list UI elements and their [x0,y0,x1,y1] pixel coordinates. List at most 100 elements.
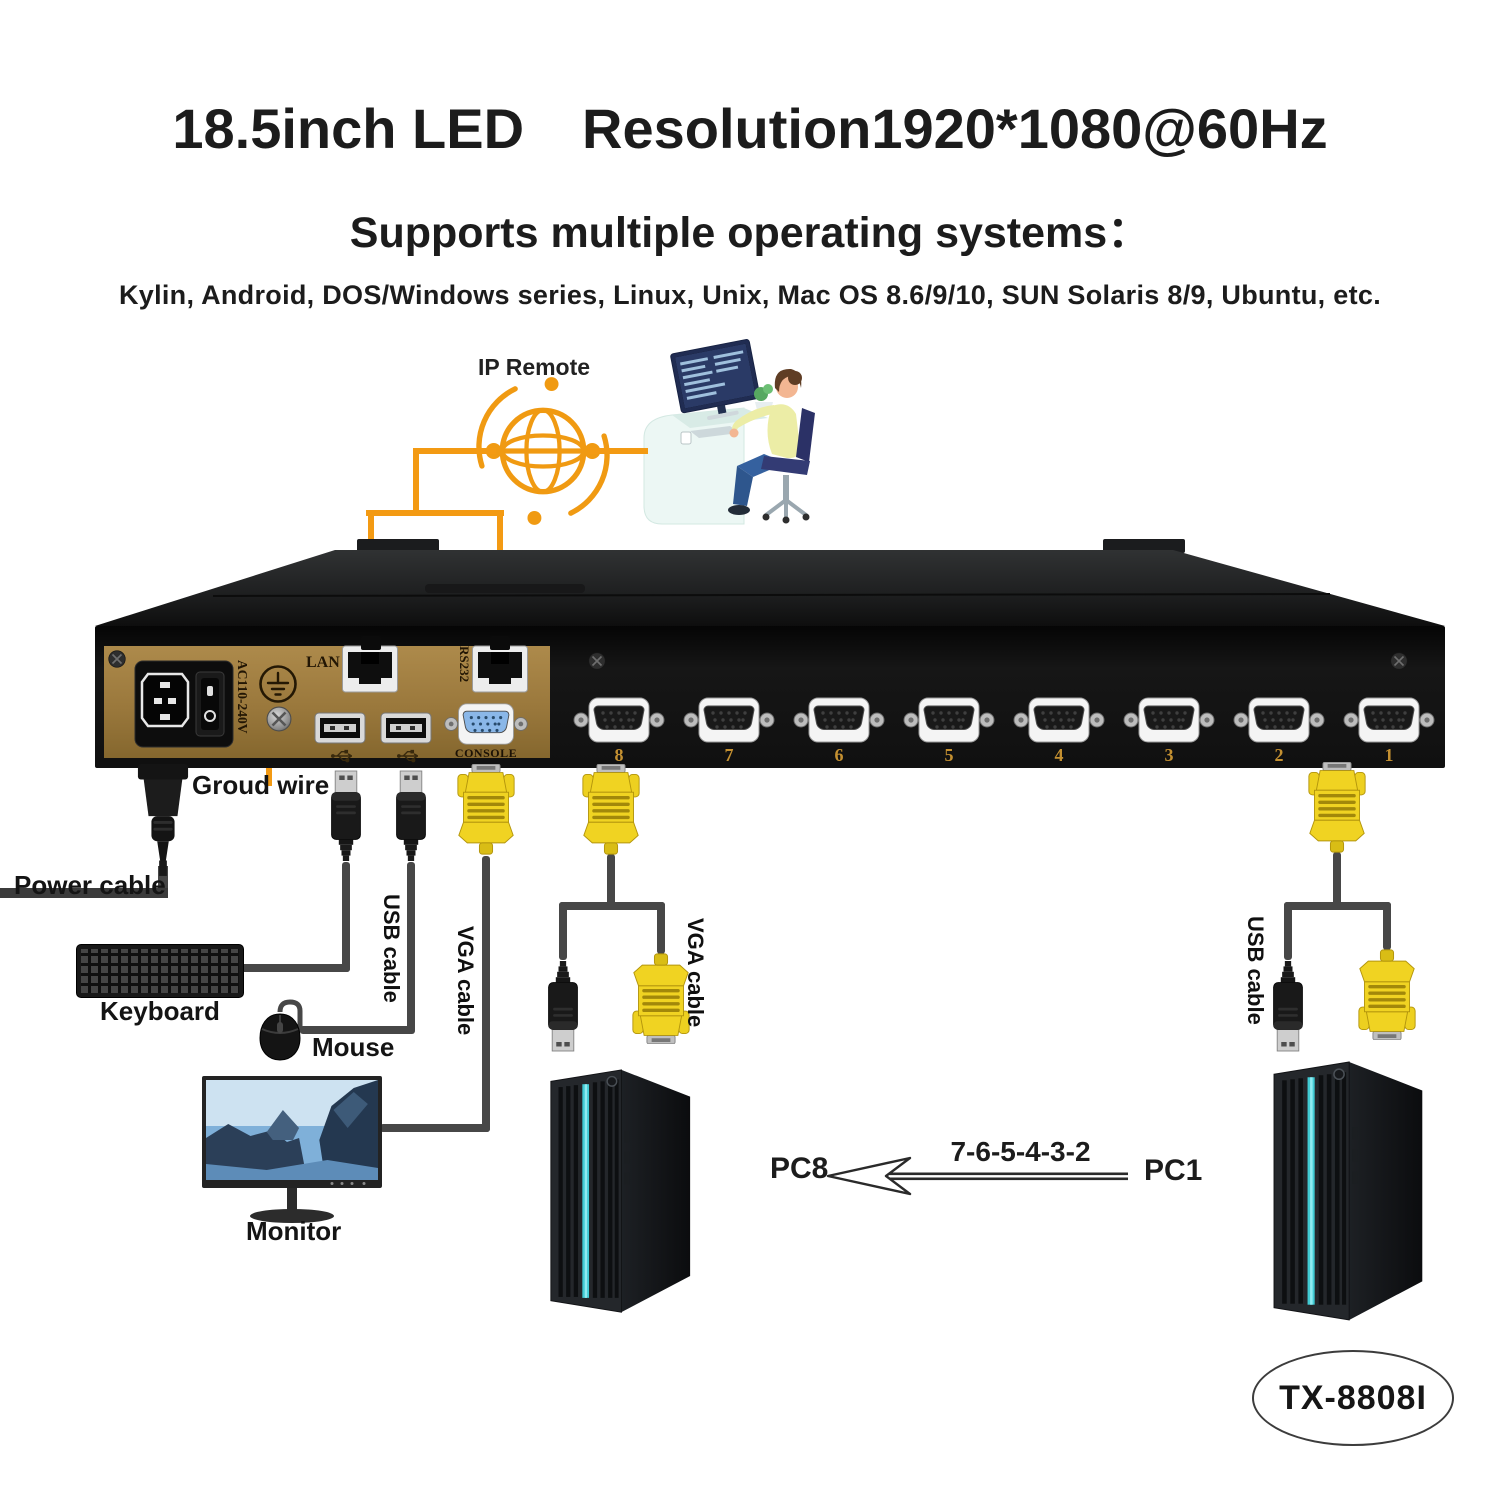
vga-plug-port1 [1307,762,1367,856]
vga-cable-label-mid: VGA cable [683,918,708,1028]
kvm-cable-1-vga [1383,902,1391,950]
usb-cable-label-left: USB cable [379,894,404,1003]
console-vga-cable [380,1124,490,1132]
vga-port-6: 6 [784,696,894,766]
kvm-cable-8-usb [559,902,567,960]
console-vga-cable [482,856,490,1132]
vga-cable-label-console: VGA cable [453,926,478,1036]
monitor-label: Monitor [246,1216,342,1246]
remote-line-down [413,448,419,516]
remote-line-left [413,448,496,454]
kvm-cable-1-usb [1284,902,1292,960]
port-number: 6 [834,745,844,765]
vga-port-icon [793,696,885,744]
usb-plug-pc1 [1270,956,1306,1056]
vga-port-icon [1233,696,1325,744]
power-plug [136,764,190,876]
kvm-top-cover [95,539,1445,626]
mouse-usb-cable [407,862,415,1032]
keyboard-usb-cable [238,964,350,972]
os-support-list: Kylin, Android, DOS/Windows series, Linu… [118,280,1382,310]
vga-plug-console [456,764,516,858]
remote-operator-illustration [643,339,815,525]
lan-cable-boot [361,636,381,650]
vga-port-7: 7 [674,696,784,766]
pc8-tower-illustration [524,1068,696,1316]
pc1-tower-illustration [1244,1060,1430,1324]
title-resolution: Resolution1920*1080@60Hz [582,97,1328,160]
mouse-illustration [259,999,318,1061]
port-number: 2 [1274,745,1284,765]
port-number: 1 [1384,745,1394,765]
vga-plug-port8 [581,764,641,858]
kvm-cable-1 [1333,852,1341,908]
mouse-usb-cable [300,1026,415,1034]
power-cable-line [0,888,168,898]
remote-line-right [590,448,648,454]
port-number: 5 [944,745,954,765]
lan-label: LAN [306,654,340,671]
ground-symbol-icon [258,664,298,704]
port-sequence-label: 7-6-5-4-3-2 [950,1136,1091,1167]
vga-port-icon [1343,696,1435,744]
page-title: 18.5inch LED Resolution1920*1080@60Hz [0,96,1500,161]
kvm-cable-8 [607,854,615,908]
lan-port [342,644,398,694]
mouse-label: Mouse [312,1032,395,1062]
usb-logo-icon [396,748,422,764]
vga-port-3: 3 [1114,696,1224,766]
port-number: 8 [614,745,624,765]
vga-port-2: 2 [1224,696,1334,766]
port-number: 3 [1164,745,1174,765]
usb-plug [328,766,364,866]
rs232-label: RS232 [457,646,472,683]
pc1-label: PC1 [1144,1154,1203,1187]
usb-plug [393,766,429,866]
panel-screw-icon [588,652,606,670]
ground-screw-icon [266,706,292,732]
vga-port-1: 1 [1334,696,1444,766]
panel-screw-icon [1390,652,1408,670]
title-size: 18.5inch LED [172,97,525,160]
monitor-illustration [202,1076,382,1223]
console-label: CONSOLE [454,746,518,760]
usb-logo-icon [330,748,356,764]
vga-port-5: 5 [894,696,1004,766]
vga-port-icon [903,696,995,744]
remote-line-split [366,510,504,516]
port-number: 7 [724,745,734,765]
power-cable-line [158,866,168,894]
model-badge: TX-8808I [1252,1350,1454,1446]
console-vga-port [443,702,529,746]
power-inlet-module [134,660,234,748]
vga-port-4: 4 [1004,696,1114,766]
vga-port-icon [573,696,665,744]
subtitle: Supports multiple operating systems： [349,209,1151,257]
keyboard-illustration [76,944,244,998]
power-cable-label: Power cable [14,870,166,900]
panel-screw-icon [108,650,126,668]
pc8-label: PC8 [770,1152,829,1185]
kvm-cable-8-vga [657,902,665,954]
usb-cable-label-right: USB cable [1243,916,1268,1025]
port-order-arrow [826,1156,1128,1196]
usb-port [380,712,432,744]
port-number: 4 [1054,745,1064,765]
vga-port-icon [1013,696,1105,744]
usb-plug-pc8 [545,956,581,1056]
keyboard-label: Keyboard [100,996,220,1026]
vga-port-8: 8 [564,696,674,766]
keyboard-keys [81,949,239,993]
vga-port-icon [683,696,775,744]
kvm-cable-1 [1284,902,1391,910]
keyboard-usb-cable [342,862,350,972]
rs232-port [472,644,528,694]
kvm-cable-8 [559,902,665,910]
usb-port [314,712,366,744]
vga-port-row: 8 7 6 5 4 3 2 1 [564,696,1444,766]
vga-plug-pc1 [1357,946,1417,1040]
power-rating-label: AC110-240V [235,660,250,734]
ground-wire-label: Groud wire [192,770,330,800]
rs232-cable-boot [490,636,510,650]
